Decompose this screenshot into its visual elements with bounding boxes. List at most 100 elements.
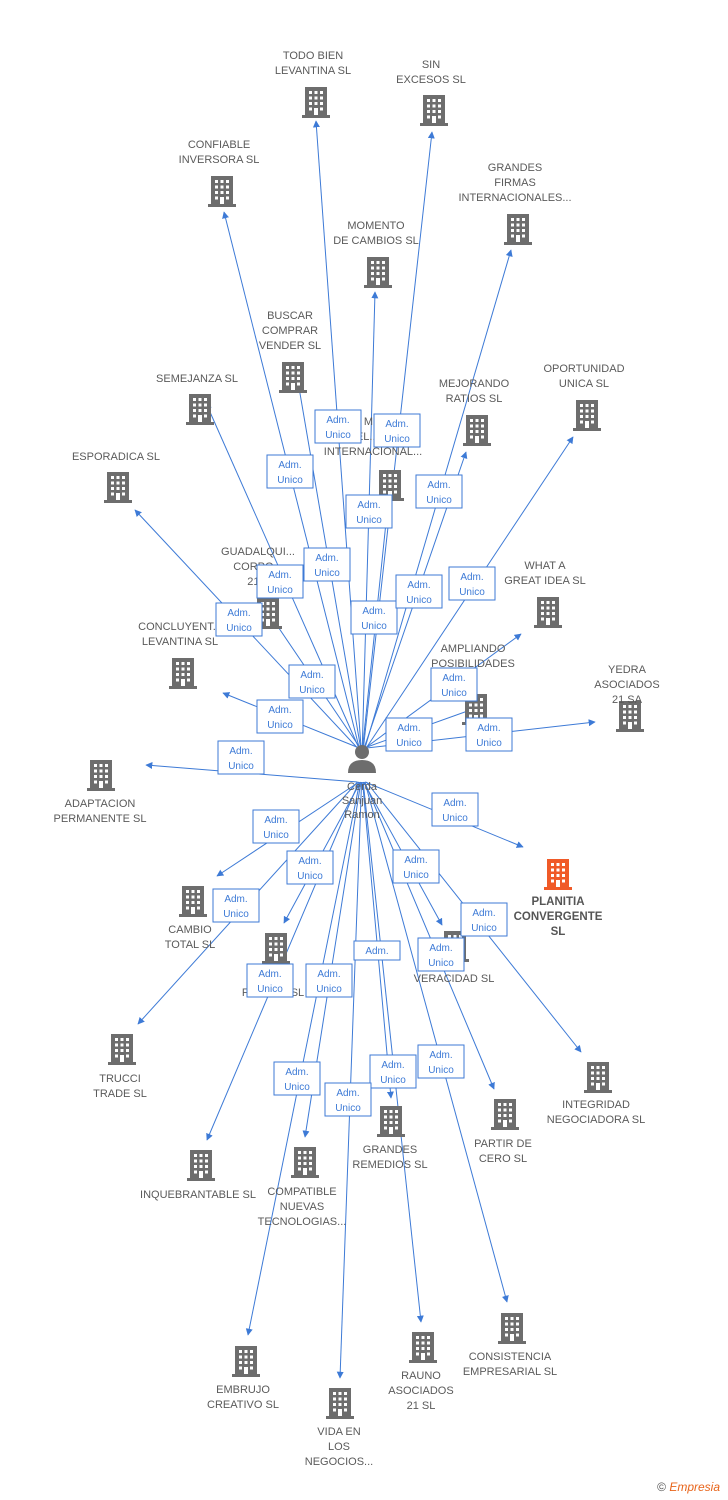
company-name[interactable]: VIDA EN <box>317 1426 360 1438</box>
company-name[interactable]: LOS <box>328 1441 350 1453</box>
building-icon[interactable] <box>208 176 236 207</box>
building-icon[interactable] <box>279 362 307 393</box>
person-name[interactable]: Sanjuan <box>342 795 382 807</box>
company-name[interactable]: EMBRUJO <box>216 1384 270 1396</box>
company-name[interactable]: CONFIABLE <box>188 139 250 151</box>
building-icon[interactable] <box>463 415 491 446</box>
building-icon[interactable] <box>179 886 207 917</box>
company-name[interactable]: VENDER SL <box>259 340 321 352</box>
company-name[interactable]: MEJORANDO <box>439 378 510 390</box>
company-node[interactable]: EMBRUJO CREATIVO SL <box>207 1346 279 1411</box>
company-name[interactable]: RAUNO <box>401 1370 441 1382</box>
company-name[interactable]: TRUCCI <box>99 1073 141 1085</box>
company-name[interactable]: NEGOCIOS... <box>305 1456 373 1468</box>
company-name[interactable]: POSIBILIDADES <box>431 658 515 670</box>
company-node[interactable]: AMPLIANDOPOSIBILIDADES... <box>431 643 515 725</box>
company-node[interactable]: CONFIABLE INVERSORA SL <box>179 139 260 207</box>
company-node[interactable]: VIDA EN LOS NEGOCIOS... <box>305 1388 373 1468</box>
company-name[interactable]: SEMEJANZA SL <box>156 373 238 385</box>
company-name[interactable]: REMEDIOS SL <box>352 1159 427 1171</box>
company-name[interactable]: FIRMAS <box>494 177 536 189</box>
building-icon[interactable] <box>326 1388 354 1419</box>
person-icon-body[interactable] <box>348 760 376 773</box>
company-name[interactable]: TODO BIEN <box>283 50 343 62</box>
company-node[interactable]: ESPORADICA SL <box>72 451 160 503</box>
building-icon[interactable] <box>108 1034 136 1065</box>
company-name[interactable]: LEVANTINA SL <box>142 636 218 648</box>
building-icon[interactable] <box>364 257 392 288</box>
person-icon[interactable] <box>355 745 369 759</box>
company-name[interactable]: COMPRAR <box>262 325 318 337</box>
building-icon[interactable] <box>169 658 197 689</box>
building-icon[interactable] <box>409 1332 437 1363</box>
company-name[interactable]: LEVANTINA SL <box>275 65 351 77</box>
building-icon[interactable] <box>87 760 115 791</box>
company-name[interactable]: CONVERGENTE <box>514 911 603 923</box>
building-icon[interactable] <box>544 859 572 890</box>
building-icon[interactable] <box>504 214 532 245</box>
company-name[interactable]: RATIOS SL <box>446 393 503 405</box>
company-node[interactable]: GRANDES REMEDIOS SL <box>352 1106 428 1171</box>
company-name[interactable]: TOTAL SL <box>165 939 216 951</box>
company-name[interactable]: GREAT IDEA SL <box>504 575 586 587</box>
building-icon[interactable] <box>186 394 214 425</box>
company-name[interactable]: PARTIR DE <box>474 1138 532 1150</box>
company-name[interactable]: INVERSORA SL <box>179 154 260 166</box>
company-name[interactable]: COMPATIBLE <box>267 1186 336 1198</box>
company-name[interactable]: ESPORADICA SL <box>72 451 160 463</box>
building-icon[interactable] <box>187 1150 215 1181</box>
building-icon[interactable] <box>262 933 290 964</box>
company-name[interactable]: NEGOCIADORA SL <box>547 1114 645 1126</box>
brand-logo[interactable]: Empresia <box>669 1480 720 1494</box>
company-name[interactable]: 21 SL <box>407 1400 436 1412</box>
company-name[interactable]: GRANDES <box>363 1144 417 1156</box>
building-icon[interactable] <box>377 1106 405 1137</box>
company-node[interactable]: INQUEBRANTABLE SL <box>140 1150 256 1201</box>
company-name[interactable]: INTERNACIONALES... <box>458 192 571 204</box>
company-node[interactable]: CONCLUYENT...LEVANTINA SL <box>138 621 222 689</box>
company-name[interactable]: PLANITIA <box>531 896 584 908</box>
company-name[interactable]: MOMENTO <box>347 220 405 232</box>
company-name[interactable]: VERACIDAD SL <box>414 973 495 985</box>
company-name[interactable]: SL <box>551 926 566 938</box>
company-node[interactable]: VERACIDAD SL <box>414 931 495 985</box>
company-name[interactable]: CERO SL <box>479 1153 527 1165</box>
company-name[interactable]: OPORTUNIDAD <box>543 363 624 375</box>
company-node[interactable]: SEMEJANZA SL <box>156 373 238 425</box>
building-icon[interactable] <box>104 472 132 503</box>
company-name[interactable]: DE CAMBIOS SL <box>333 235 419 247</box>
company-name[interactable]: NUEVAS <box>280 1201 324 1213</box>
company-name[interactable]: TECNOLOGIAS... <box>258 1216 347 1228</box>
company-name[interactable]: CONSISTENCIA <box>469 1351 552 1363</box>
company-name[interactable]: INQUEBRANTABLE SL <box>140 1189 256 1201</box>
company-name[interactable]: INTEGRIDAD <box>562 1099 630 1111</box>
company-node[interactable]: TODO BIEN LEVANTINA SL <box>275 50 351 118</box>
company-name[interactable]: CREATIVO SL <box>207 1399 279 1411</box>
company-name[interactable]: AMPLIANDO <box>441 643 506 655</box>
company-name[interactable]: YEDRA <box>608 664 647 676</box>
company-node[interactable]: CONSISTENCIA EMPRESARIAL SL <box>463 1313 557 1378</box>
building-icon[interactable] <box>491 1099 519 1130</box>
building-icon[interactable] <box>232 1346 260 1377</box>
company-name[interactable]: SIN <box>422 59 440 71</box>
company-name[interactable]: INTERNACIONAL... <box>324 446 422 458</box>
building-icon[interactable] <box>302 87 330 118</box>
company-name[interactable]: PERMANENTE SL <box>54 813 147 825</box>
company-node[interactable]: COMPATIBLE NUEVAS TECNOLOGIAS... <box>258 1147 347 1228</box>
building-icon[interactable] <box>573 400 601 431</box>
company-node[interactable]: PARTIR DE CERO SL <box>474 1099 532 1165</box>
company-node[interactable]: ADAPTACION PERMANENTE SL <box>54 760 147 825</box>
company-name[interactable]: GUADALQUI... <box>221 546 295 558</box>
company-name[interactable]: EMPRESARIAL SL <box>463 1366 557 1378</box>
company-name[interactable]: GRANDES <box>488 162 542 174</box>
company-name[interactable]: ADAPTACION <box>65 798 136 810</box>
